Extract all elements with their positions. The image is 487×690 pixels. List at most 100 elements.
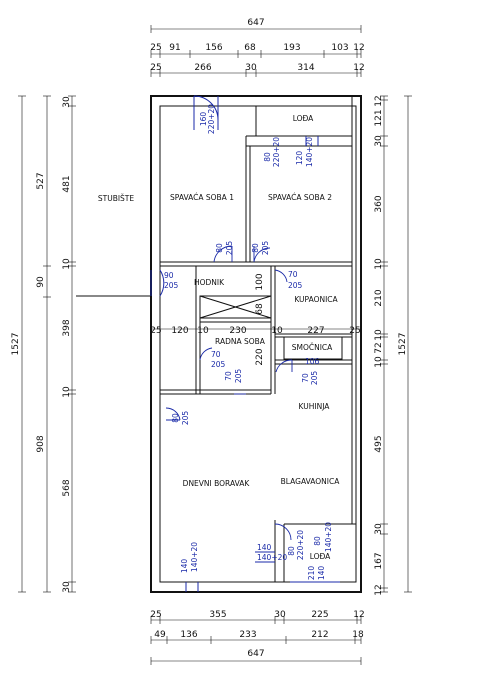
bottom-total-dim: 647 [247, 649, 264, 659]
lodja-door-label-a: 120 [295, 151, 304, 166]
right-inner-dim-12: 12 [374, 584, 384, 595]
living-door-label-b: 205 [181, 411, 190, 426]
room-hodnik: HODNIK [194, 278, 225, 287]
top-r2-dim-3: 314 [297, 63, 314, 73]
room-kupaonica: KUPAONICA [294, 295, 338, 304]
study-door2-label-b: 205 [234, 369, 243, 384]
int-dim-1: 120 [171, 326, 188, 336]
int-dim-9: 220 [255, 348, 265, 365]
int-dim-5: 227 [307, 326, 324, 336]
top-r1-dim-4: 193 [283, 43, 300, 53]
left-dimensions: 1527 527 90 908 30 481 10 398 10 568 30 [11, 95, 76, 593]
left-inner-dim-5: 568 [62, 479, 72, 496]
left-inner-dim-1: 481 [62, 175, 72, 192]
int-dim-6: 25 [349, 326, 360, 336]
top-r1-dim-0: 25 [150, 43, 161, 53]
bottom-r1-dim-1: 355 [209, 610, 226, 620]
left-mid-dim-0: 527 [36, 172, 46, 189]
room-labels: STUBIŠTE SPAVAĆA SOBA 1 SPAVAĆA SOBA 2 L… [98, 114, 340, 561]
room-lodja-top: LOĐA [293, 114, 314, 123]
right-inner-dim-3: 360 [374, 195, 384, 212]
top-r1-dim-6: 12 [353, 43, 364, 53]
top-r1-dim-1: 91 [169, 43, 180, 53]
right-inner-dim-9: 495 [374, 435, 384, 452]
right-inner-dim-11: 167 [374, 552, 384, 569]
living-door-label-a: 80 [171, 413, 180, 423]
top-r2-dim-4: 12 [353, 63, 364, 73]
lodja2-door-label-a: 140 [257, 543, 272, 552]
int-dim-4: 10 [271, 326, 283, 336]
int-dim-8: 68 [255, 303, 265, 315]
top-r1-dim-2: 156 [205, 43, 222, 53]
study-door-label-b: 205 [211, 360, 226, 369]
int-dim-2: 10 [197, 326, 209, 336]
bed2-int-door-label-a: 80 [251, 243, 260, 253]
lodja-door-label-b: 140+20 [305, 137, 314, 167]
bottom-r2-dim-1: 136 [180, 630, 197, 640]
entry-door-label-b: 205 [164, 281, 179, 290]
lodja2-v3-label-a: 210 [307, 566, 316, 581]
bath-door-label-a: 70 [288, 270, 298, 279]
interior-dimensions: 25 120 10 230 10 227 25 100 68 220 [150, 273, 361, 366]
int-dim-3: 230 [229, 326, 246, 336]
left-inner-dim-3: 398 [62, 319, 72, 336]
lodja2-door-label-b: 140+20 [257, 553, 287, 562]
top-window-label-a: 160 [199, 112, 208, 127]
right-inner-dim-6: 10 [374, 329, 384, 341]
bed2-int-door-label-b: 205 [261, 241, 270, 256]
right-inner-dim-8: 10 [374, 356, 384, 368]
right-inner-dim-5: 210 [374, 289, 384, 306]
right-inner-dim-10: 30 [374, 523, 384, 535]
room-blagavaonica: BLAGAVAONICA [281, 477, 341, 486]
bottom-dimensions: 25 355 30 225 12 49 136 233 212 18 647 [150, 610, 365, 665]
bottom-r1-dim-4: 12 [353, 610, 364, 620]
bottom-r1-dim-2: 30 [274, 610, 286, 620]
bed2-door-label-b: 220+20 [272, 137, 281, 167]
walls [76, 95, 362, 593]
room-spavaca-soba-2: SPAVAĆA SOBA 2 [268, 193, 332, 202]
room-stubiste: STUBIŠTE [98, 194, 135, 203]
top-window-label-b: 220+20 [207, 104, 216, 134]
right-inner-dim-2: 30 [374, 135, 384, 147]
room-lodja-bottom: LOĐA [310, 552, 331, 561]
pantry-door-v-label-b: 205 [310, 371, 319, 386]
right-inner-dim-1: 121 [374, 109, 384, 126]
lodja2-v1-label-b: 220+20 [296, 530, 305, 560]
top-r2-dim-2: 30 [245, 63, 257, 73]
pantry-door-label-a: 106 [305, 357, 320, 366]
top-dimensions: 647 25 91 156 68 193 103 12 25 266 30 31… [150, 18, 365, 77]
int-dim-0: 25 [150, 326, 161, 336]
living-window-label-a: 140 [180, 559, 189, 574]
top-r1-dim-5: 103 [331, 43, 348, 53]
lodja2-v2-label-b: 140+20 [324, 522, 333, 552]
lodja2-v1-label-a: 80 [287, 546, 296, 556]
study-door-label-a: 70 [211, 350, 221, 359]
left-outer-dim: 1527 [11, 333, 21, 356]
left-inner-dim-4: 10 [62, 386, 72, 398]
right-inner-dim-4: 10 [374, 258, 384, 270]
lodja2-v2-label-a: 80 [313, 536, 322, 546]
int-dim-7: 100 [255, 273, 265, 290]
right-dimensions: 12 121 30 360 10 210 10 72 10 495 30 167… [374, 95, 412, 596]
lodja2-v3-label-b: 140 [317, 566, 326, 581]
entry-door-label-a: 90 [164, 271, 174, 280]
bottom-r1-dim-3: 225 [311, 610, 328, 620]
room-smocnica: SMOČNICA [292, 343, 333, 352]
bottom-r2-dim-2: 233 [239, 630, 256, 640]
bottom-r1-dim-0: 25 [150, 610, 161, 620]
bottom-r2-dim-3: 212 [311, 630, 328, 640]
room-radna-soba: RADNA SOBA [215, 337, 266, 346]
left-mid-dim-1: 90 [36, 276, 46, 288]
openings: 160 220+20 120 140+20 80 220+20 80 205 8… [150, 95, 340, 592]
right-outer-dim: 1527 [398, 333, 408, 356]
room-dnevni-boravak: DNEVNI BORAVAK [183, 479, 251, 488]
room-kuhinja: KUHINJA [299, 402, 331, 411]
bottom-r2-dim-0: 49 [154, 630, 166, 640]
left-mid-dim-2: 908 [36, 435, 46, 452]
bed2-door-label-a: 80 [263, 152, 272, 162]
top-r2-dim-0: 25 [150, 63, 161, 73]
top-r2-dim-1: 266 [194, 63, 211, 73]
top-total-dim: 647 [247, 18, 264, 28]
right-inner-dim-7: 72 [374, 342, 384, 353]
